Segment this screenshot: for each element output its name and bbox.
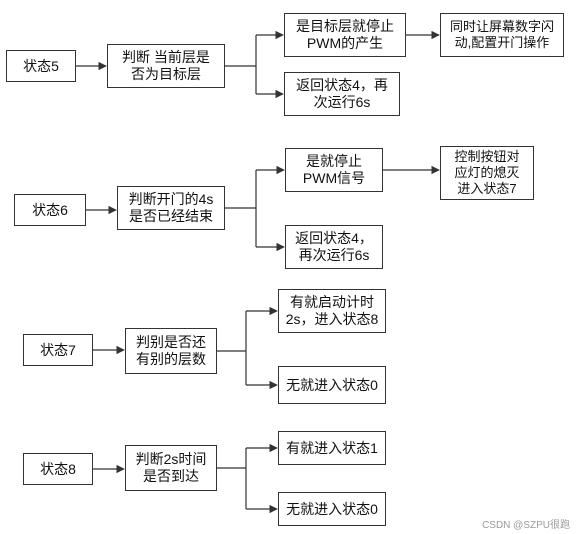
node-state5: 状态5: [6, 50, 76, 82]
node-action5: 同时让屏幕数字闪 动,配置开门操作: [440, 13, 564, 57]
node-action6: 控制按钮对 应灯的熄灭 进入状态7: [440, 146, 534, 200]
node-decision8: 判断2s时间 是否到达: [125, 445, 217, 491]
node-no6: 返回状态4， 再次运行6s: [285, 225, 383, 269]
node-decision6: 判断开门的4s 是否已经结束: [117, 186, 225, 230]
watermark: CSDN @SZPU很跑: [482, 520, 570, 531]
node-state8: 状态8: [23, 453, 93, 485]
node-no5: 返回状态4，再 次运行6s: [284, 72, 400, 116]
node-decision5: 判断 当前层是 否为目标层: [107, 44, 225, 88]
node-no7: 无就进入状态0: [278, 366, 386, 404]
node-no8: 无就进入状态0: [278, 492, 386, 526]
node-decision7: 判别是否还 有别的层数: [125, 328, 217, 374]
node-yes6: 是就停止 PWM信号: [285, 148, 383, 192]
node-state6: 状态6: [14, 194, 86, 226]
node-yes8: 有就进入状态1: [278, 431, 386, 465]
node-yes7: 有就启动计时 2s，进入状态8: [278, 289, 386, 333]
node-yes5: 是目标层就停止 PWM的产生: [284, 13, 406, 57]
node-state7: 状态7: [23, 334, 93, 366]
